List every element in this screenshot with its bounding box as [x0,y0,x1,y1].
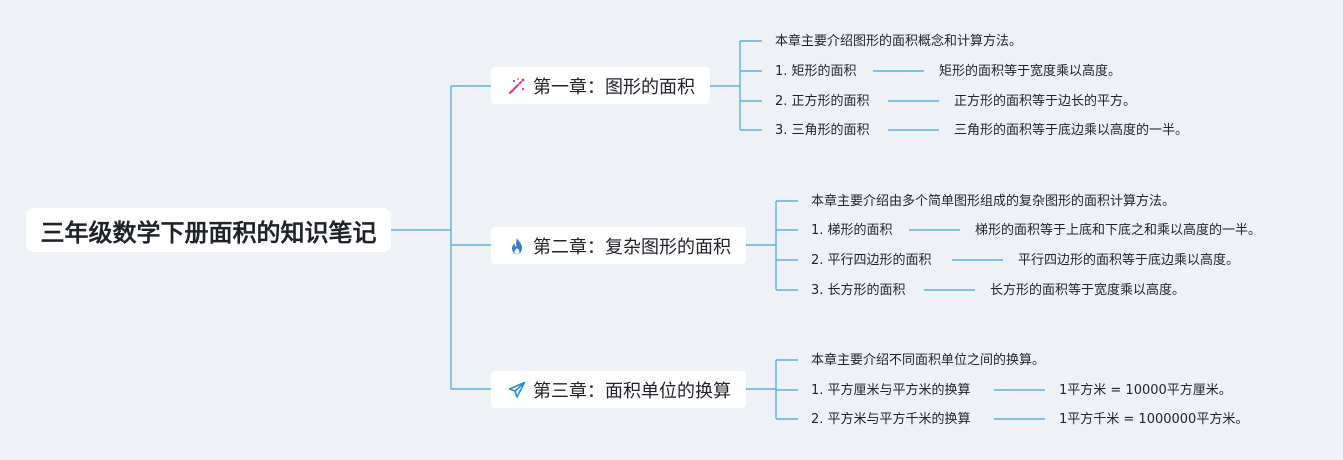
chapter-node-1[interactable]: 第一章：图形的面积 [491,67,710,104]
chapter-node-2[interactable]: 第二章：复杂图形的面积 [491,227,746,264]
topic-node[interactable]: 1. 梯形的面积 [811,223,893,238]
detail-node[interactable]: 1平方米 = 10000平方厘米。 [1059,383,1232,398]
sparkle-wand-icon [508,77,526,95]
topic-node[interactable]: 1. 平方厘米与平方米的换算 [811,383,971,398]
detail-node[interactable]: 平行四边形的面积等于底边乘以高度。 [1018,253,1240,268]
paper-plane-icon [508,381,526,399]
chapter-intro[interactable]: 本章主要介绍由多个简单图形组成的复杂图形的面积计算方法。 [811,194,1176,209]
chapter-node-3[interactable]: 第三章：面积单位的换算 [491,371,746,408]
chapter-title: 第二章：复杂图形的面积 [533,236,731,258]
fire-icon [508,237,526,255]
chapter-title: 第三章：面积单位的换算 [533,380,731,402]
topic-node[interactable]: 3. 三角形的面积 [775,123,870,138]
detail-node[interactable]: 三角形的面积等于底边乘以高度的一半。 [954,123,1189,138]
topic-node[interactable]: 2. 正方形的面积 [775,94,870,109]
chapter-title: 第一章：图形的面积 [533,76,695,98]
detail-node[interactable]: 1平方千米 = 1000000平方米。 [1059,412,1249,427]
root-node[interactable]: 三年级数学下册面积的知识笔记 [26,208,391,252]
topic-node[interactable]: 3. 长方形的面积 [811,283,906,298]
detail-node[interactable]: 正方形的面积等于边长的平方。 [954,94,1137,109]
detail-node[interactable]: 长方形的面积等于宽度乘以高度。 [990,283,1186,298]
root-title: 三年级数学下册面积的知识笔记 [40,218,377,247]
topic-node[interactable]: 2. 平行四边形的面积 [811,253,932,268]
detail-node[interactable]: 梯形的面积等于上底和下底之和乘以高度的一半。 [975,223,1262,238]
chapter-intro[interactable]: 本章主要介绍图形的面积概念和计算方法。 [775,34,1023,49]
detail-node[interactable]: 矩形的面积等于宽度乘以高度。 [939,64,1122,79]
topic-node[interactable]: 2. 平方米与平方千米的换算 [811,412,971,427]
topic-node[interactable]: 1. 矩形的面积 [775,64,857,79]
chapter-intro[interactable]: 本章主要介绍不同面积单位之间的换算。 [811,353,1046,368]
